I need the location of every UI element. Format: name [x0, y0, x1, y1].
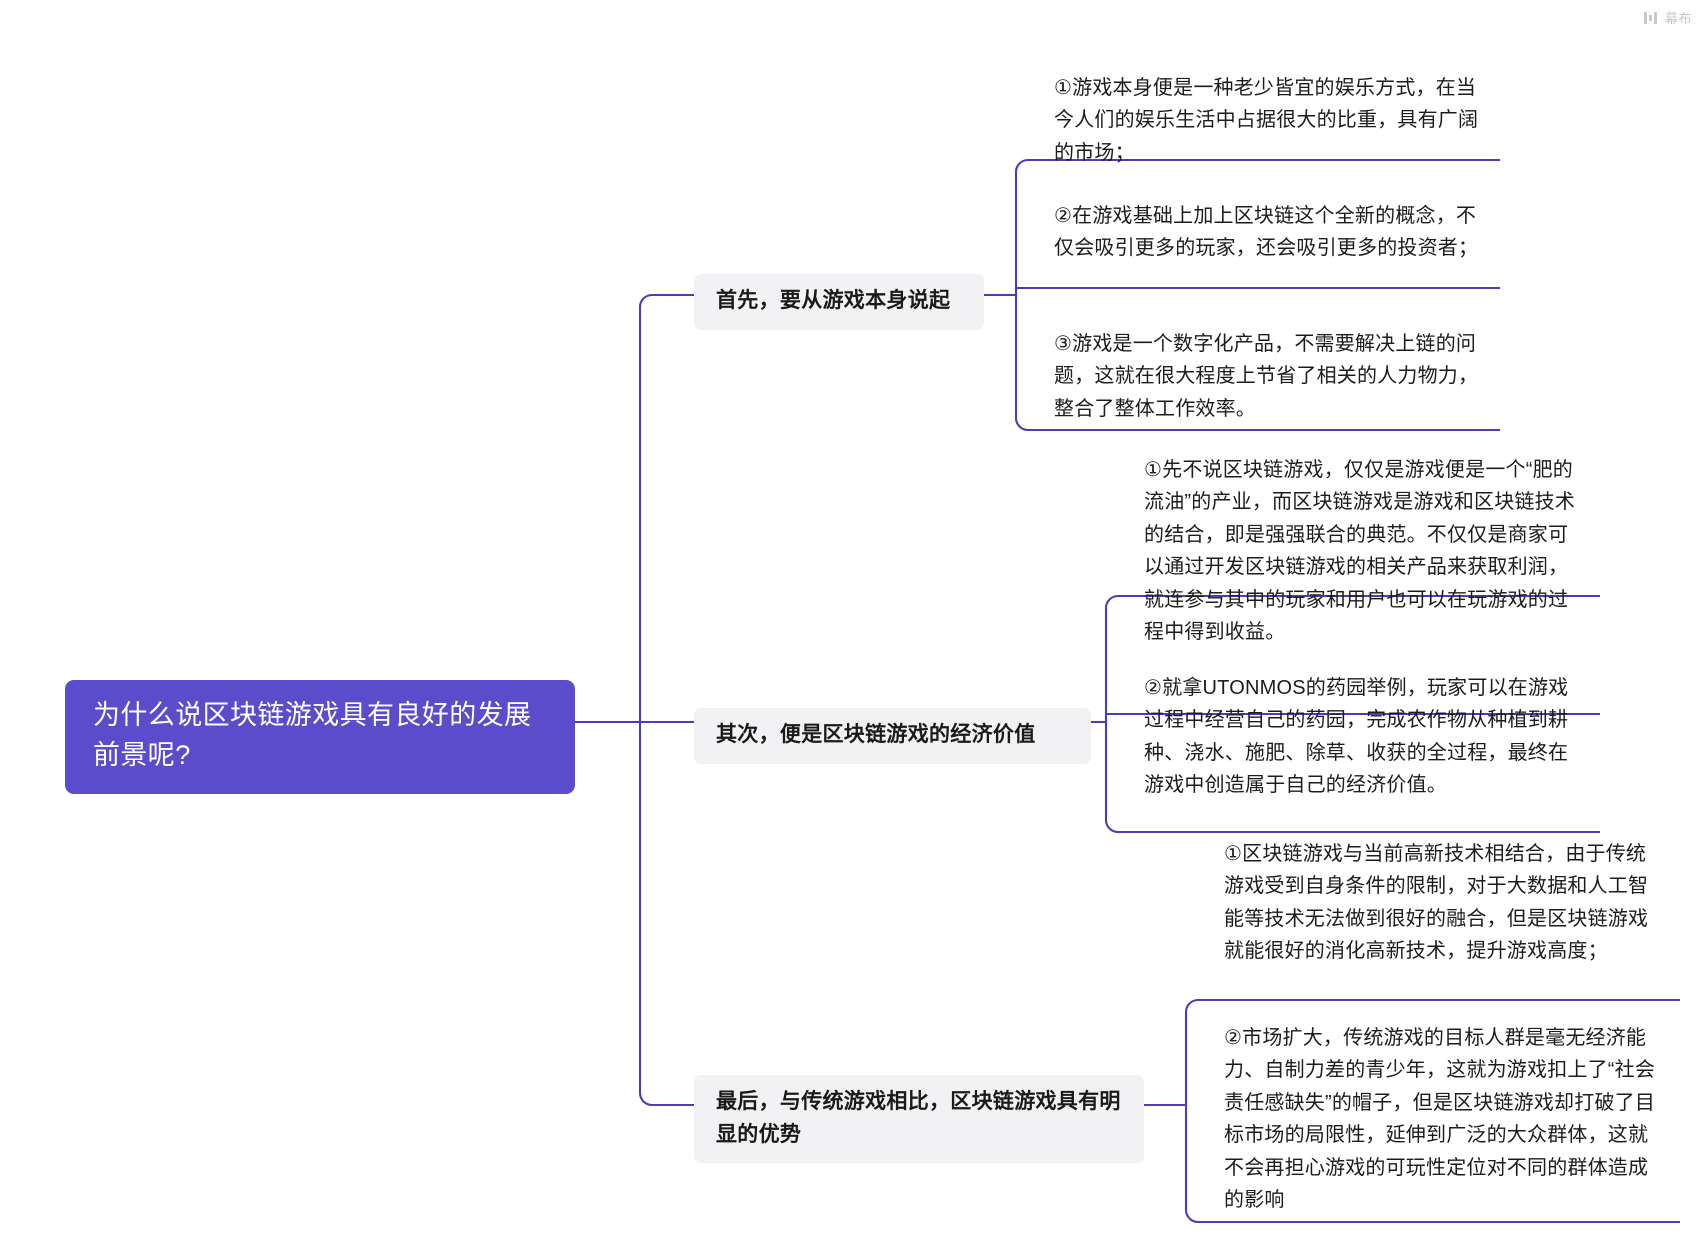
leaf-node-text: ①游戏本身便是一种老少皆宜的娱乐方式，在当今人们的娱乐生活中占据很大的比重，具有…	[1054, 77, 1479, 164]
branch-node-2[interactable]: 其次，便是区块链游戏的经济价值	[694, 708, 1091, 764]
mubu-watermark: 幕布	[1643, 8, 1692, 27]
watermark-label: 幕布	[1664, 11, 1692, 26]
mubu-logo-icon	[1643, 11, 1658, 25]
branch-node-1[interactable]: 首先，要从游戏本身说起	[694, 274, 984, 330]
leaf-node-text: ②在游戏基础上加上区块链这个全新的概念，不仅会吸引更多的玩家，还会吸引更多的投资…	[1054, 205, 1479, 260]
leaf-node[interactable]: ①先不说区块链游戏，仅仅是游戏便是一个“肥的流油”的产业，而区块链游戏是游戏和区…	[1122, 444, 1600, 660]
leaf-node-text: ①区块链游戏与当前高新技术相结合，由于传统游戏受到自身条件的限制，对于大数据和人…	[1224, 843, 1649, 963]
leaf-node[interactable]: ③游戏是一个数字化产品，不需要解决上链的问题，这就在很大程度上节省了相关的人力物…	[1032, 318, 1502, 437]
leaf-node-text: ①先不说区块链游戏，仅仅是游戏便是一个“肥的流油”的产业，而区块链游戏是游戏和区…	[1144, 459, 1576, 643]
branch-node-3[interactable]: 最后，与传统游戏相比，区块链游戏具有明显的优势	[694, 1075, 1144, 1164]
root-node[interactable]: 为什么说区块链游戏具有良好的发展前景呢?	[65, 680, 575, 794]
leaf-node-text: ②市场扩大，传统游戏的目标人群是毫无经济能力、自制力差的青少年，这就为游戏扣上了…	[1224, 1027, 1656, 1211]
leaf-node-text: ②就拿UTONMOS的药园举例，玩家可以在游戏过程中经营自己的药园，完成农作物从…	[1144, 677, 1569, 797]
leaf-node[interactable]: ②市场扩大，传统游戏的目标人群是毫无经济能力、自制力差的青少年，这就为游戏扣上了…	[1202, 1012, 1680, 1228]
leaf-node[interactable]: ①区块链游戏与当前高新技术相结合，由于传统游戏受到自身条件的限制，对于大数据和人…	[1202, 828, 1680, 980]
leaf-node[interactable]: ②就拿UTONMOS的药园举例，玩家可以在游戏过程中经营自己的药园，完成农作物从…	[1122, 662, 1600, 814]
leaf-node[interactable]: ②在游戏基础上加上区块链这个全新的概念，不仅会吸引更多的玩家，还会吸引更多的投资…	[1032, 190, 1502, 277]
leaf-node[interactable]: ①游戏本身便是一种老少皆宜的娱乐方式，在当今人们的娱乐生活中占据很大的比重，具有…	[1032, 62, 1502, 181]
leaf-node-text: ③游戏是一个数字化产品，不需要解决上链的问题，这就在很大程度上节省了相关的人力物…	[1054, 333, 1479, 420]
